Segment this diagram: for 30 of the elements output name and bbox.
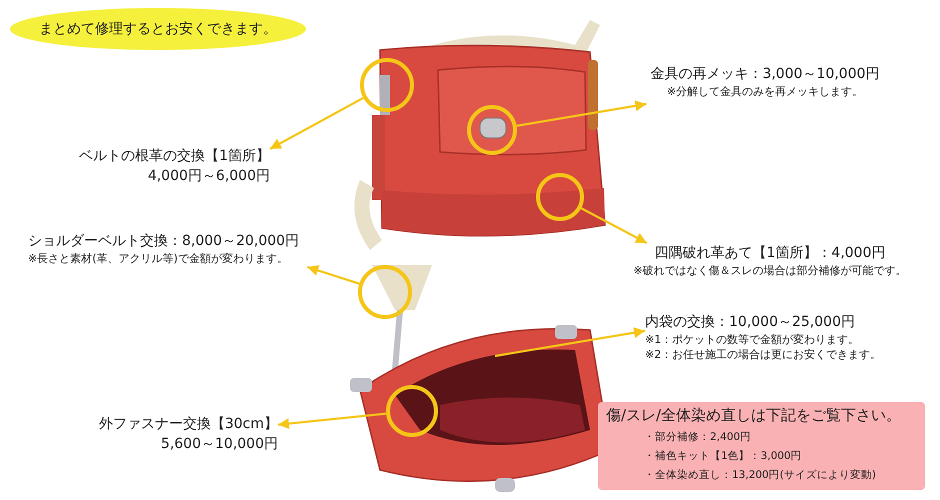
highlight-circle [536,173,584,221]
price-item: ・部分補修：2,400円 [643,430,752,445]
banner: まとめて修理するとお安くできます。 [10,8,306,50]
arrow [269,96,364,150]
service-title: 外ファスナー交換【30cm】 [98,415,278,434]
note-text: ※長さと素材(革、アクリル等)で金額が変わります。 [28,251,289,266]
price-text: 5,600～10,000円 [160,435,278,454]
arrow [278,412,386,430]
note-text: ※分解して金具のみを再メッキします。 [666,84,864,99]
note-text: ※1：ポケットの数等で金額が変わります。 [645,332,860,347]
note-text: ※2：お任せ施工の場合は更にお安くできます。 [645,347,882,362]
highlight-circle [360,58,414,112]
highlight-circle [358,265,412,319]
note-text: ※破れではなく傷＆スレの場合は部分補修が可能です。 [632,263,908,278]
arrow [580,207,648,244]
price-text: 4,000円～6,000円 [146,167,270,186]
price-item: ・全体染め直し：13,200円(サイズにより変動) [643,468,877,483]
arrow [306,265,360,285]
info-panel [598,402,925,490]
price-item: ・補色キット【1色】：3,000円 [643,449,803,464]
highlight-circle [467,105,517,155]
arrow [516,100,646,127]
service-title: 金具の再メッキ：3,000～10,000円 [649,65,881,84]
service-title: 内袋の交換：10,000～25,000円 [645,313,856,332]
service-title: ショルダーベルト交換：8,000～20,000円 [28,232,300,251]
highlight-circle [386,385,438,437]
service-title: ベルトの根革の交換【1箇所】 [78,147,270,166]
panel-heading: 傷/スレ/全体染め直しは下記をご覧下さい。 [606,406,902,425]
arrow [494,327,646,358]
service-title: 四隅破れ革あて【1箇所】：4,000円 [654,244,886,263]
